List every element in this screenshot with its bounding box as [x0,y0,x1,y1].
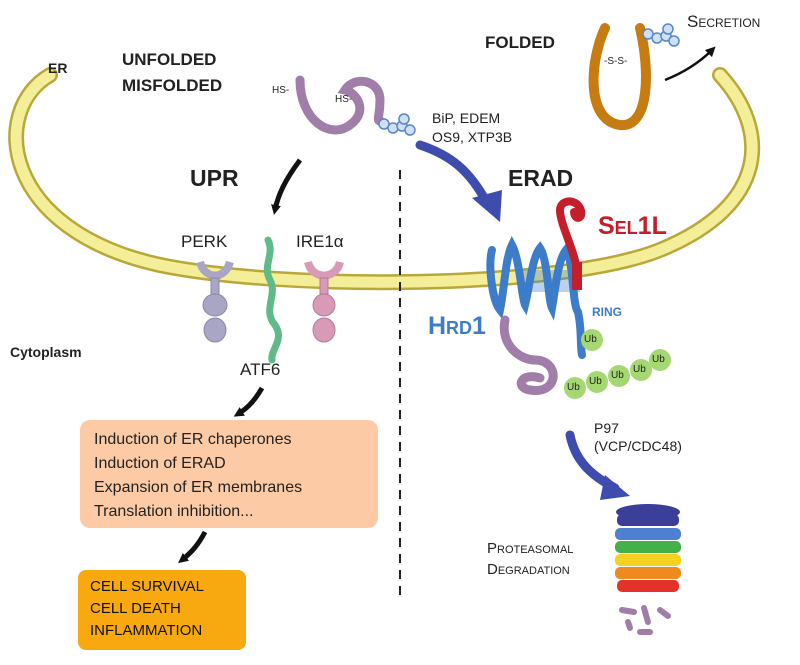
substrate-protein [499,315,558,395]
ire1a-receptor [304,260,344,343]
disulfide-label: -S-S- [604,56,628,67]
er-membrane-inner [10,69,758,288]
chaperones-label: BiP, EDEM [432,110,501,126]
proteasomal-label: Proteasomal [487,540,574,557]
ubiquitin-chain [564,329,671,399]
outcome-line: CELL DEATH [90,600,181,617]
chaperones-label: OS9, XTP3B [432,129,513,145]
glycan-icon [378,113,416,136]
outcome-arrow [178,530,208,564]
secretion-arrow [664,46,716,82]
degradation-label: Degradation [487,561,570,578]
er-label: ER [48,60,68,76]
unfolded-label: UNFOLDED [122,50,217,69]
info-line: Expansion of ER membranes [94,479,303,496]
info-line: Translation inhibition... [94,503,254,520]
ub-label: Ub [611,370,624,381]
misfolded-protein [295,75,387,135]
hs-label: HS- [272,85,290,96]
hs-label: HS- [335,94,353,105]
sel1l-protein [555,197,586,279]
glycan-icon [642,23,680,47]
erad-label: ERAD [508,165,574,191]
misfolded-label: MISFOLDED [122,76,223,95]
response-arrow [233,386,265,417]
ub-label: Ub [567,382,580,393]
secretion-label: Secretion [687,12,761,31]
ub-label: Ub [584,334,597,345]
info-line: Induction of ERAD [94,455,226,472]
ire1a-label: IRE1α [296,232,344,251]
ring-label: RING [592,305,622,319]
upr-label: UPR [190,165,239,191]
folded-label: FOLDED [485,33,555,52]
info-line: Induction of ER chaperones [94,431,292,448]
sel1l-membrane-segment [572,262,582,290]
peptide-fragments [619,605,671,635]
hrd1-label: Hrd1 [428,312,486,340]
ub-label: Ub [589,376,602,387]
cytoplasm-label: Cytoplasm [10,344,82,360]
proteasome-icon [615,504,681,592]
hrd1-membrane-segment [520,270,580,292]
upr-arrow [271,158,303,215]
ub-label: Ub [633,364,646,375]
outcome-line: INFLAMMATION [90,622,203,639]
perk-label: PERK [181,232,228,251]
atf6-receptor [263,236,282,364]
atf6-label: ATF6 [240,360,281,379]
upr-response-box: Induction of ER chaperones Induction of … [80,420,378,528]
p97-label: P97 [594,420,619,436]
folded-protein [588,23,651,130]
sel1l-label: Sel1L [598,212,667,240]
perk-receptor [196,260,234,343]
erad-arrow-head [472,190,502,222]
ub-label: Ub [652,354,665,365]
p97-arrow-head [600,475,630,500]
cell-fate-box: CELL SURVIVAL CELL DEATH INFLAMMATION [78,570,246,650]
erad-arrow [415,140,493,210]
hrd1-protein [486,236,586,359]
outcome-line: CELL SURVIVAL [90,578,204,595]
p97-label: (VCP/CDC48) [594,438,682,454]
